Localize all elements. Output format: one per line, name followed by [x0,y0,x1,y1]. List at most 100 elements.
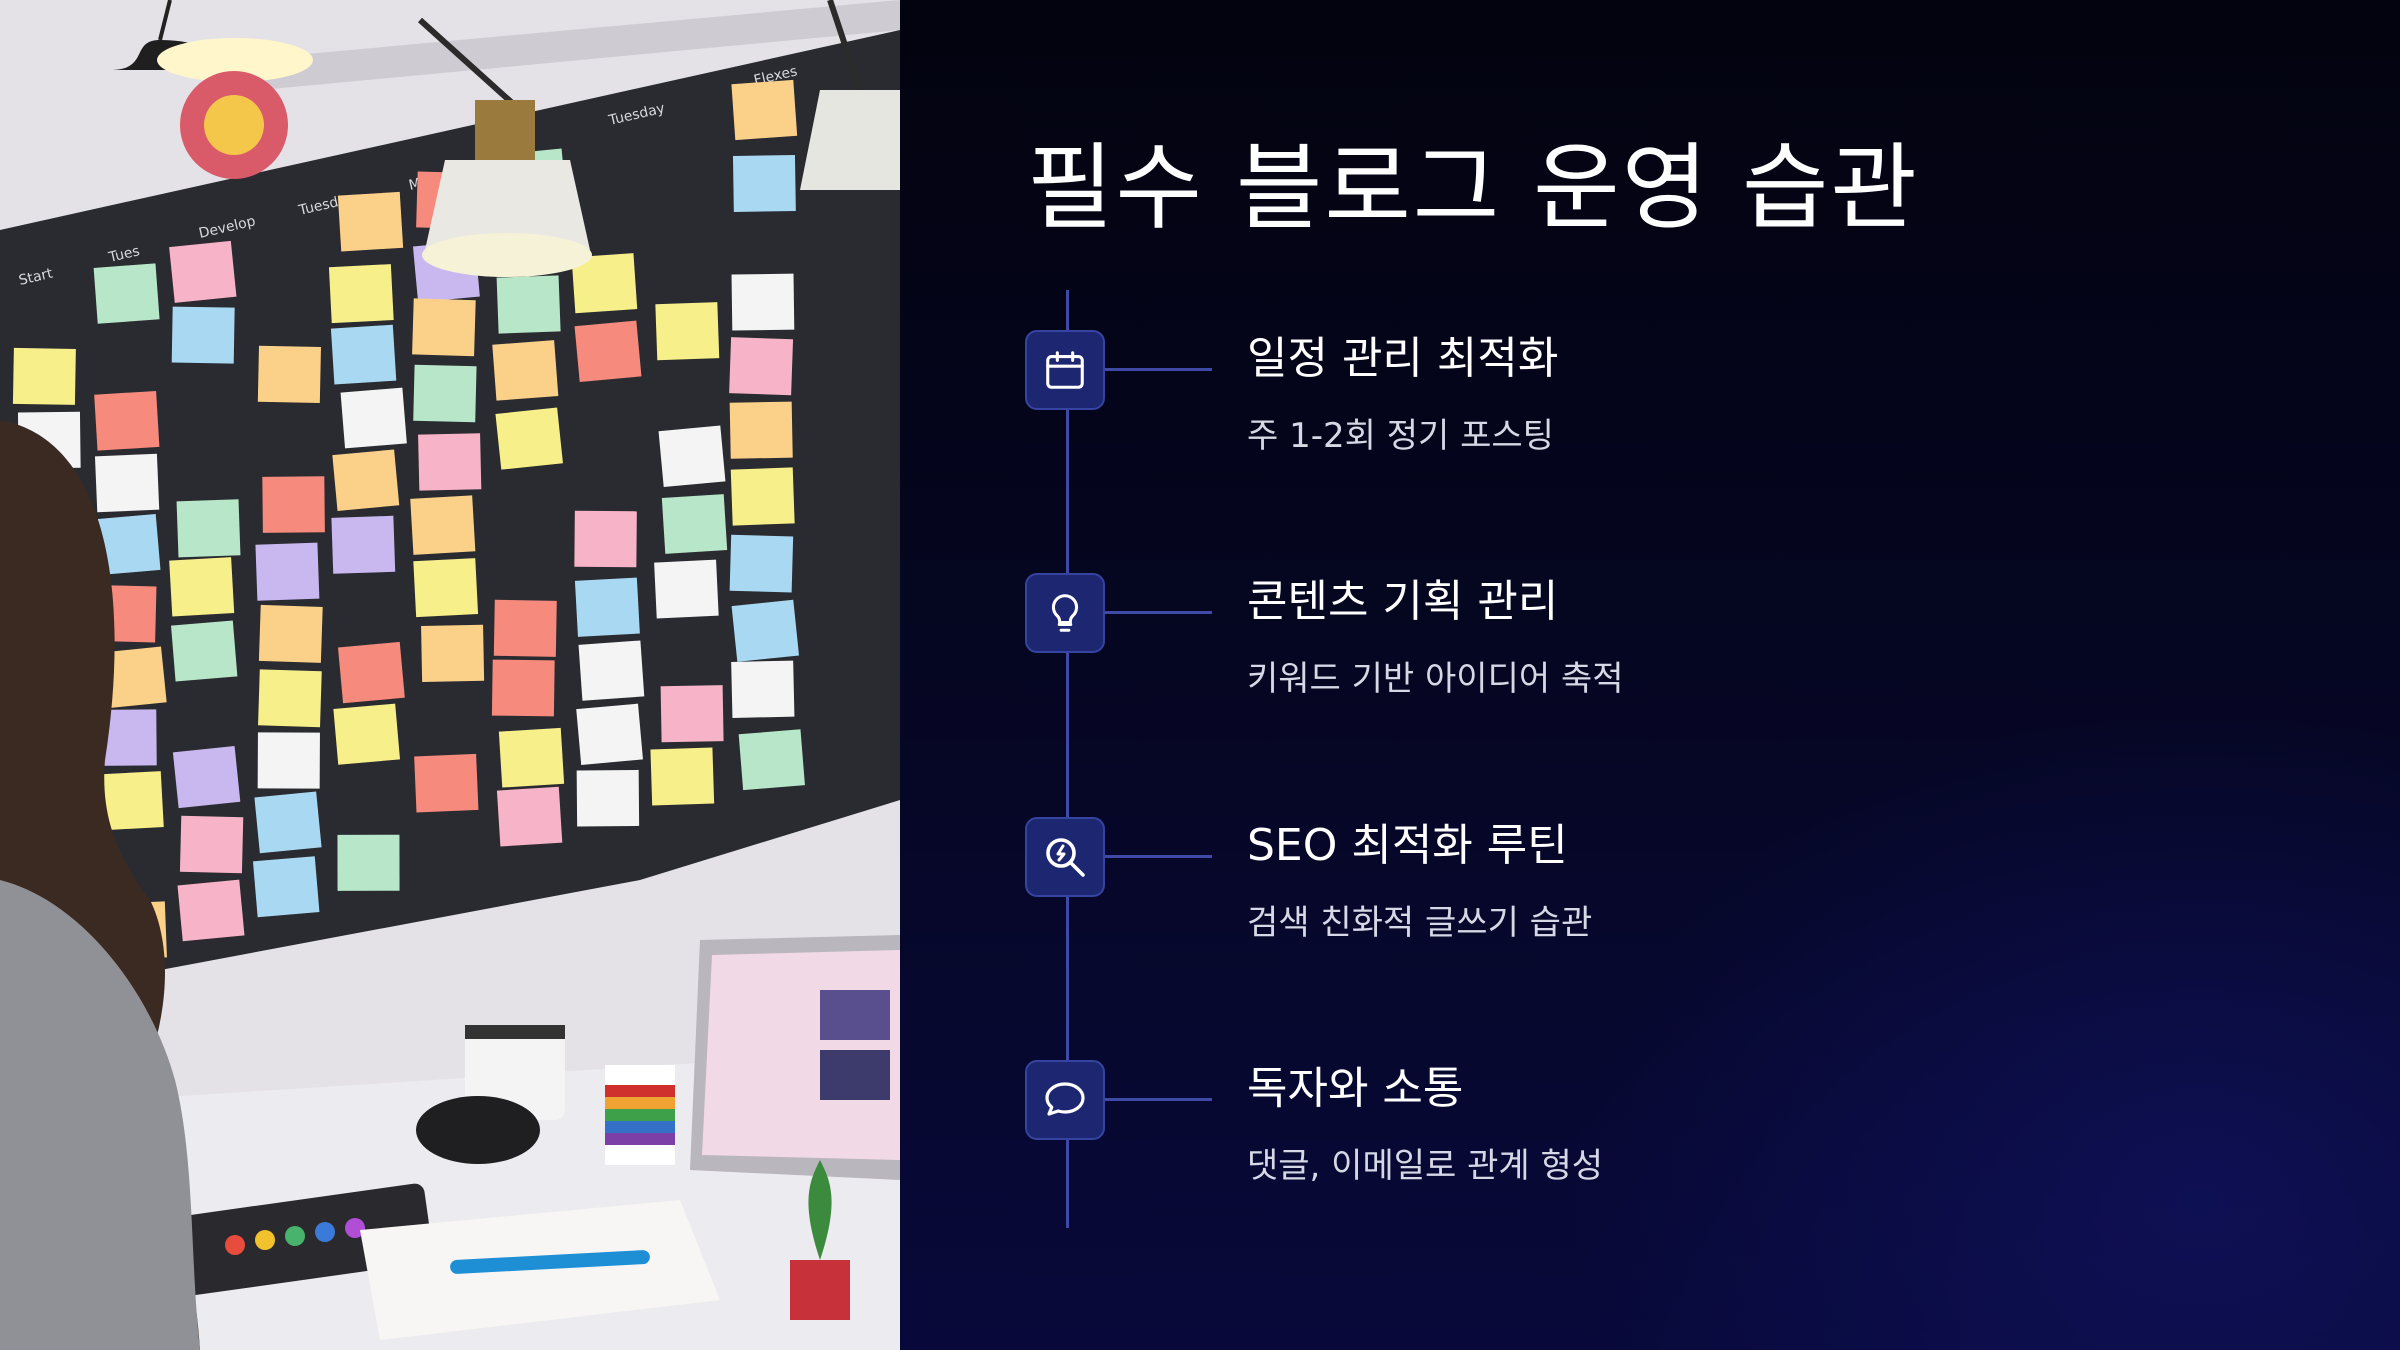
sticky-note [413,364,477,423]
sticky-note [254,791,322,854]
sticky-note [731,660,795,718]
sticky-note [496,275,561,334]
habit-description: 주 1-2회 정기 포스팅 [1247,416,1554,456]
sticky-note [650,747,715,806]
page-title: 필수 블로그 운영 습관 [1027,134,1919,243]
sticky-note [729,337,794,396]
habit-title: 일정 관리 최적화 [1247,333,1559,384]
sticky-note [661,494,728,554]
sticky-note [731,79,798,141]
sticky-note [176,499,241,558]
sticky-note [732,155,796,212]
lightbulb-icon [1025,573,1105,653]
sticky-note [328,264,394,324]
sticky-note [571,253,638,314]
search-icon [1025,817,1105,897]
sticky-note [337,191,404,252]
sticky-note [578,640,645,701]
sticky-note [171,620,238,682]
sticky-note [655,302,720,361]
sticky-note [257,345,321,404]
sticky-note [258,669,322,728]
habit-item: 일정 관리 최적화 주 1-2회 정기 포스팅 [1025,330,2225,530]
sticky-note [731,273,795,331]
sticky-note [495,407,563,470]
workspace-illustration: StartTuesDevelopTuesdayMondayTuesdayFlex… [0,0,900,1350]
sticky-note [337,641,405,704]
timeline-connector [1105,855,1212,858]
content-panel: 필수 블로그 운영 습관 일정 관리 최적화 주 1-2회 정기 포스팅 [900,0,2400,1350]
board-column-header: Tues [106,243,141,266]
sticky-note [94,391,160,451]
workspace-photo: StartTuesDevelopTuesdayMondayTuesdayFlex… [0,0,900,1350]
sticky-note [169,240,237,303]
sticky-note [731,599,800,662]
sticky-note [574,577,640,637]
sticky-note [413,558,479,618]
sticky-notes [8,79,805,986]
sticky-note [660,685,724,743]
sticky-note [729,401,793,459]
sticky-note [492,340,559,401]
sticky-note [171,306,235,364]
habit-title: 콘텐츠 기획 관리 [1247,576,1559,627]
sticky-note [574,320,642,383]
sticky-note [258,604,323,663]
sticky-note [99,646,167,709]
sticky-note [496,786,563,847]
sticky-note [729,534,794,593]
board-column-header: Start [17,265,54,288]
sticky-note [94,453,160,513]
sticky-note [262,476,325,533]
sticky-note [93,514,161,576]
sticky-note [337,834,400,891]
sticky-note [333,703,401,765]
sticky-note [493,599,557,657]
habit-description: 키워드 기반 아이디어 축적 [1247,659,1624,699]
sticky-note [98,771,164,831]
habit-description: 검색 친화적 글쓰기 습관 [1247,903,1593,943]
sticky-note [491,659,555,717]
timeline-connector [1105,368,1212,371]
notebook [360,1200,720,1340]
sticky-note [498,727,565,788]
sticky-note [330,324,397,385]
sticky-note [257,732,320,789]
habit-title: 독자와 소통 [1247,1063,1464,1114]
sticky-note [93,263,160,324]
sticky-note [252,856,320,918]
pencil-cup [605,1065,675,1165]
sticky-note [574,510,637,568]
timeline-line [1066,290,1069,1228]
habit-item: SEO 최적화 루틴 검색 친화적 글쓰기 습관 [1025,817,2225,1017]
sticky-note [172,746,241,809]
habit-item: 독자와 소통 댓글, 이메일로 관계 형성 [1025,1060,2225,1260]
hanging-lamp [110,0,313,179]
sticky-note [412,298,476,357]
sticky-note [12,347,76,405]
chat-bubble-icon [1025,1060,1105,1140]
sticky-note [658,425,726,488]
timeline-connector [1105,1098,1212,1101]
sticky-note [738,729,805,791]
sticky-note [331,515,396,574]
sticky-note [418,433,482,491]
hanging-lamp [800,0,900,190]
calendar-icon [1025,330,1105,410]
sticky-note [421,624,485,682]
sticky-note [654,559,719,619]
sticky-note [177,879,245,942]
sticky-note [730,467,795,526]
mouse [416,1096,540,1164]
hanging-lamp [417,17,592,277]
plant-pot [790,1260,850,1320]
sticky-note [576,769,640,827]
sticky-note [332,449,400,511]
timeline-connector [1105,611,1212,614]
sticky-note [340,387,407,449]
sticky-note [576,703,643,765]
habit-item: 콘텐츠 기획 관리 키워드 기반 아이디어 축적 [1025,573,2225,773]
mug [465,1025,565,1120]
sticky-note [414,753,479,813]
sticky-note [179,815,244,874]
